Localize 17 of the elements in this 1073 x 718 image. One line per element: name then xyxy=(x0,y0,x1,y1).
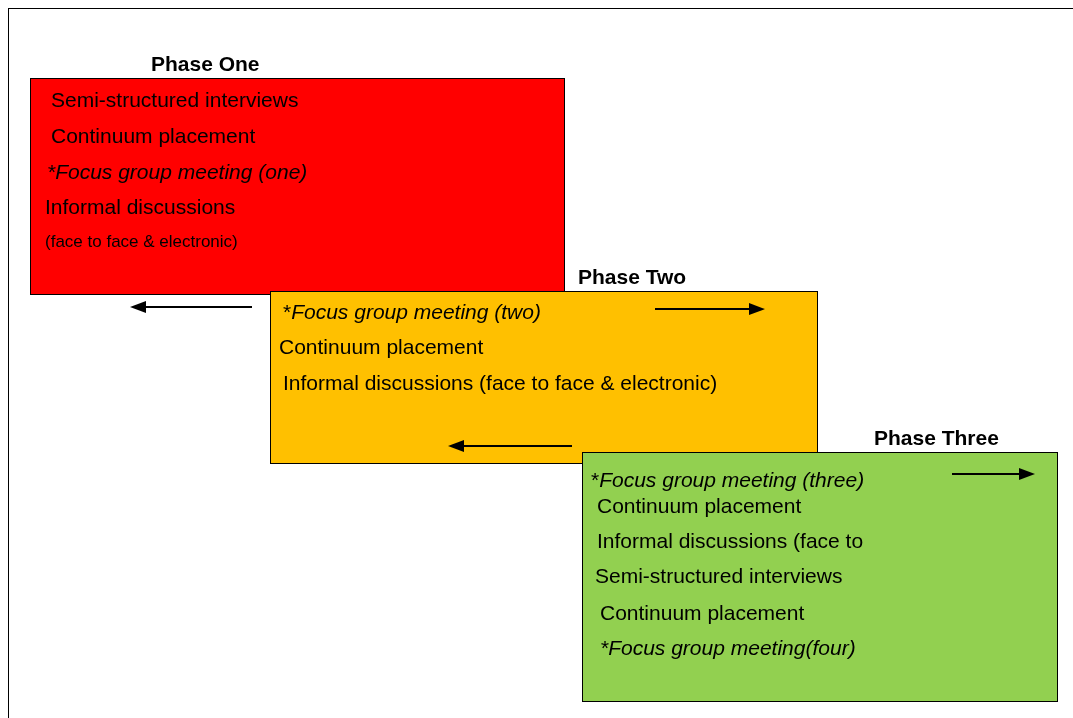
activity-text: *Focus group meeting (one) xyxy=(47,159,308,185)
activity-text: *Focus group meeting (two) xyxy=(283,299,541,325)
activity-text: Informal discussions xyxy=(45,194,236,220)
activity-text: Continuum placement xyxy=(597,493,802,519)
activity-text: *Focus group meeting (three) xyxy=(591,467,865,493)
activity-text: Semi-structured interviews xyxy=(51,87,299,113)
phase-heading: Phase One xyxy=(151,51,260,77)
activity-text: Semi-structured interviews xyxy=(595,563,843,589)
activity-text: Continuum placement xyxy=(51,123,256,149)
activity-text: (face to face & electronic) xyxy=(45,231,238,253)
phase-heading: Phase Two xyxy=(578,264,687,290)
activity-text: Informal discussions (face to xyxy=(597,528,864,554)
activity-text: Continuum placement xyxy=(279,334,484,360)
phase-heading: Phase Three xyxy=(874,425,999,451)
activity-text: Informal discussions (face to face & electronic) xyxy=(283,370,718,396)
activity-text: *Focus group meeting(four) xyxy=(600,635,856,661)
activity-text: Continuum placement xyxy=(600,600,805,626)
